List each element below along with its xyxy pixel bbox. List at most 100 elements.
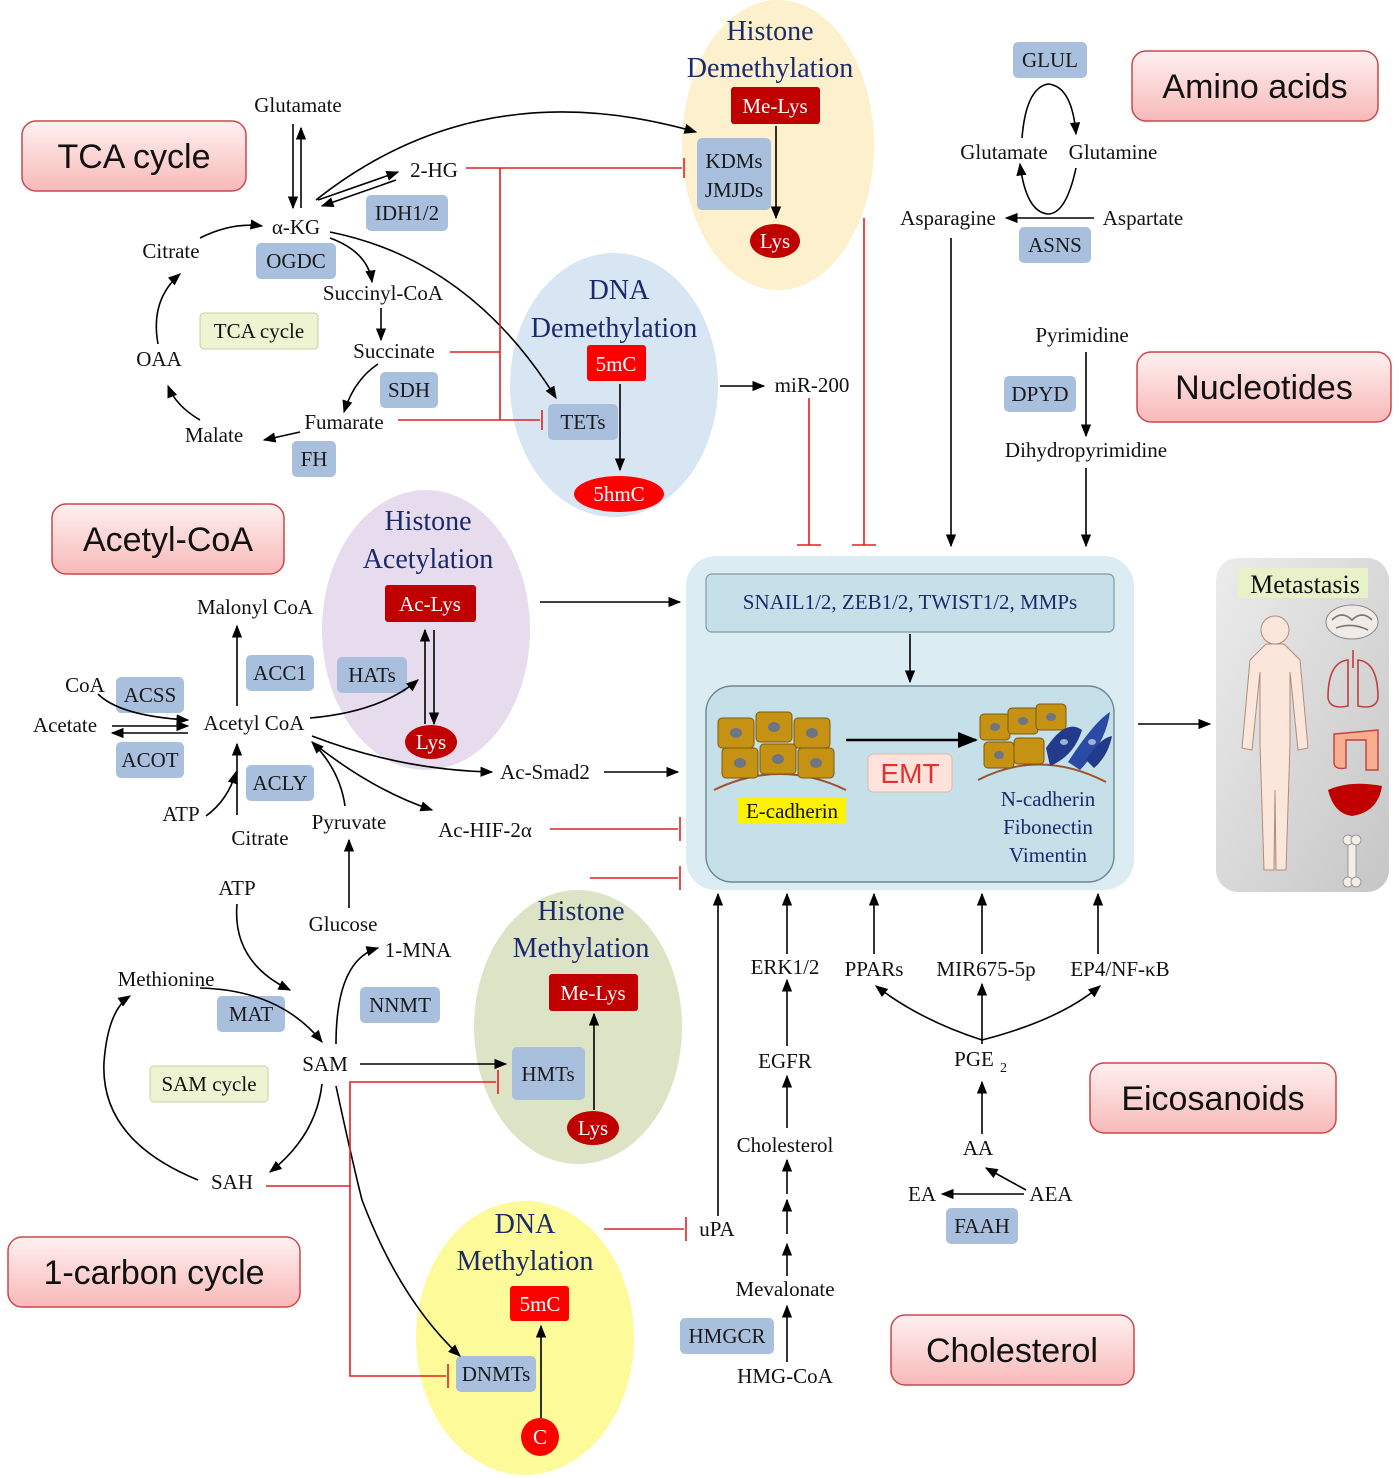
fh-box (292, 441, 336, 477)
brain-icon (1325, 604, 1379, 640)
category-label-acetyl: Acetyl-CoA (83, 521, 253, 559)
one-carbon-sam: SAM (302, 1052, 348, 1076)
dna-methylation-title-2: Methylation (457, 1246, 594, 1277)
hmts-box (512, 1047, 585, 1100)
histone-demethylation-title-2: Demethylation (687, 53, 853, 84)
fh-label: FH (301, 447, 328, 471)
mat-box (217, 996, 285, 1032)
idh-label: IDH1/2 (375, 201, 439, 225)
acetyl-coa-free: CoA (65, 673, 106, 697)
chol-mevalonate: Mevalonate (735, 1277, 834, 1301)
eic-ppars: PPARs (845, 957, 904, 981)
tca-fumarate: Fumarate (304, 410, 383, 434)
category-label-nucleotides: Nucleotides (1175, 369, 1353, 407)
emt-label: EMT (880, 758, 939, 789)
fibronectin-label: Fibonectin (1003, 815, 1093, 839)
acetyl-pyruvate: Pyruvate (312, 810, 387, 834)
hmgcr-label: HMGCR (688, 1324, 765, 1348)
category-label-tca: TCA cycle (57, 138, 210, 176)
dna-demethylation-ellipse (510, 253, 718, 517)
histone-methylation-mod-box (549, 974, 638, 1011)
hmgcr-box (680, 1318, 774, 1354)
acss-label: ACSS (124, 683, 177, 707)
histone-acetylation-mod: Ac-Lys (399, 592, 461, 616)
histone-demethylation-product-oval (750, 224, 800, 258)
one-carbon-sah: SAH (211, 1170, 253, 1194)
lungs-icon (1327, 650, 1379, 708)
sdh-box (380, 372, 438, 408)
histone-demethylation-ellipse (682, 0, 874, 290)
histone-acetylation-product-oval (405, 725, 457, 759)
histone-demethylation-title-1: Histone (726, 16, 813, 47)
mir200-label: miR-200 (775, 373, 850, 397)
sam-cycle-label: SAM cycle (161, 1072, 256, 1096)
jmjds-label: JMJDs (705, 178, 763, 202)
histone-acetylation-product: Lys (416, 730, 446, 754)
histone-methylation-substrate: Lys (578, 1116, 608, 1140)
histone-methylation-mod: Me-Lys (560, 981, 625, 1005)
histone-acetylation-title-1: Histone (384, 506, 471, 537)
eicosanoid-arrows (868, 892, 1104, 1200)
acetyl-glucose: Glucose (309, 912, 378, 936)
chol-erk: ERK1/2 (751, 955, 820, 979)
histone-demethylation-mod: Me-Lys (742, 94, 807, 118)
glul-label: GLUL (1022, 48, 1078, 72)
tca-cycle-label: TCA cycle (214, 319, 304, 343)
acly-box (246, 765, 314, 801)
hats-box (337, 657, 407, 693)
one-carbon-atp: ATP (218, 876, 255, 900)
tca-citrate: Citrate (142, 239, 199, 263)
chol-upa: uPA (699, 1217, 735, 1241)
one-carbon-methionine: Methionine (118, 967, 215, 991)
tca-arrows (155, 111, 698, 443)
one-carbon-1mna: 1-MNA (385, 938, 452, 962)
dna-demethylation-mod: 5mC (596, 352, 637, 376)
eic-mir675: MIR675-5p (936, 957, 1035, 981)
chol-egfr: EGFR (758, 1049, 812, 1073)
metastasis-label-bg (1238, 568, 1368, 598)
mat-label: MAT (229, 1002, 274, 1026)
tca-glutamate: Glutamate (254, 93, 341, 117)
nnmt-box (360, 987, 440, 1023)
liver-icon (1328, 783, 1382, 816)
asns-label: ASNS (1028, 233, 1082, 257)
inhibition-lines (266, 158, 876, 1388)
category-box-one-carbon (7, 1236, 301, 1308)
hats-label: HATs (348, 663, 396, 687)
dna-demethylation-product: 5hmC (593, 482, 644, 506)
tca-succinate: Succinate (353, 339, 435, 363)
histone-demethylation-mod-box (731, 87, 820, 124)
category-box-cholesterol (890, 1314, 1135, 1386)
amino-asparagine: Asparagine (900, 206, 996, 230)
dna-methylation-mod: 5mC (520, 1292, 561, 1316)
sdh-label: SDH (388, 378, 430, 402)
acetyl-citrate: Citrate (231, 826, 288, 850)
eic-aa: AA (963, 1136, 994, 1160)
sam-cycle-label-box (149, 1065, 269, 1103)
nnmt-label: NNMT (369, 993, 431, 1017)
ogdc-box (256, 243, 336, 279)
dna-methylation-ellipse (416, 1201, 634, 1475)
acc1-label: ACC1 (253, 661, 307, 685)
acetyl-ac-hif: Ac-HIF-2α (438, 818, 532, 842)
dna-methylation-substrate: C (533, 1425, 547, 1449)
acetyl-atp: ATP (162, 802, 199, 826)
kdms-label: KDMs (705, 149, 762, 173)
category-label-one-carbon: 1-carbon cycle (43, 1254, 264, 1292)
dna-methylation-mod-box (510, 1286, 569, 1321)
amino-aspartate: Aspartate (1103, 206, 1183, 230)
histone-methylation-substrate-oval (567, 1111, 619, 1145)
dna-demethylation-mod-box (587, 345, 646, 381)
emt-factors-text: SNAIL1/2, ZEB1/2, TWIST1/2, MMPs (743, 590, 1077, 614)
acc1-box (246, 655, 314, 691)
mesenchymal-cells-icon (977, 703, 1112, 783)
eic-aea: AEA (1029, 1182, 1073, 1206)
tca-2hg: 2-HG (410, 158, 458, 182)
eic-ep4: EP4/NF-κB (1070, 957, 1169, 981)
nucleotides-dihydro: Dihydropyrimidine (1005, 438, 1167, 462)
tca-akg: α-KG (272, 215, 320, 239)
histone-acetylation-title-2: Acetylation (363, 544, 494, 575)
glul-box (1013, 42, 1087, 78)
dpyd-label: DPYD (1011, 382, 1068, 406)
